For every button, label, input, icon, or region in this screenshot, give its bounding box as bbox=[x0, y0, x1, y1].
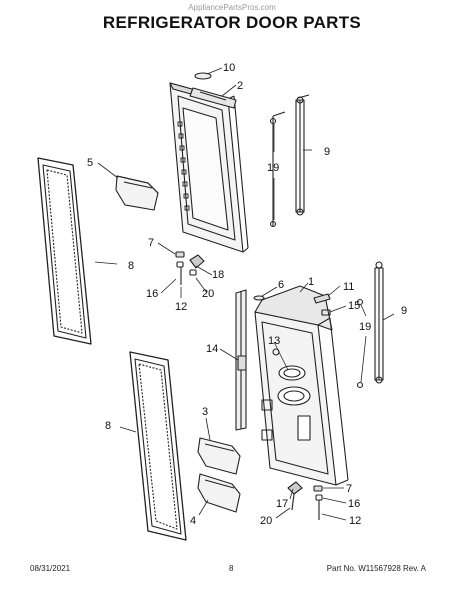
callout-8: 8 bbox=[105, 420, 111, 432]
door-heater-lower bbox=[356, 261, 384, 389]
callout-7: 7 bbox=[346, 483, 352, 495]
callout-19: 19 bbox=[267, 162, 279, 174]
callout-15: 15 bbox=[348, 300, 360, 312]
callout-11: 11 bbox=[343, 281, 354, 293]
callout-4: 4 bbox=[190, 515, 196, 527]
watermark: AppliancePartsPros.com bbox=[188, 3, 276, 12]
callout-12: 12 bbox=[349, 515, 361, 527]
footer-date: 08/31/2021 bbox=[30, 564, 71, 573]
callout-18: 18 bbox=[212, 269, 224, 281]
upper-door-liner bbox=[169, 82, 249, 253]
hinge-hardware-lower bbox=[253, 293, 331, 520]
callout-10: 10 bbox=[223, 62, 235, 74]
callout-6: 6 bbox=[278, 279, 284, 291]
door-bin-middle bbox=[197, 437, 241, 475]
callout-14: 14 bbox=[206, 343, 218, 355]
callout-3: 3 bbox=[202, 406, 208, 418]
callout-12: 12 bbox=[175, 301, 187, 313]
callout-9: 9 bbox=[324, 146, 330, 158]
callout-13: 13 bbox=[268, 335, 280, 347]
callout-16: 16 bbox=[348, 498, 360, 510]
callout-19: 19 bbox=[359, 321, 371, 333]
lower-door-liner bbox=[254, 285, 349, 486]
hinge-cover-upper bbox=[189, 72, 237, 109]
callout-9: 9 bbox=[401, 305, 407, 317]
callout-7: 7 bbox=[148, 237, 154, 249]
page-title: REFRIGERATOR DOOR PARTS bbox=[102, 13, 362, 32]
callout-5: 5 bbox=[87, 157, 93, 169]
door-divider-strip bbox=[235, 289, 247, 431]
callout-8: 8 bbox=[128, 260, 134, 272]
callout-2: 2 bbox=[237, 80, 243, 92]
callout-17: 17 bbox=[276, 498, 288, 510]
hinge-hardware-upper bbox=[175, 251, 205, 285]
callout-20: 20 bbox=[260, 515, 272, 527]
footer-page-number: 8 bbox=[229, 564, 234, 573]
door-gasket-lower bbox=[129, 351, 187, 541]
door-heater-upper bbox=[269, 94, 310, 228]
callout-labels: 10 2 9 19 5 8 7 18 16 12 20 6 1 11 15 9 … bbox=[87, 62, 407, 527]
door-gasket-upper bbox=[37, 157, 92, 345]
callout-20: 20 bbox=[202, 288, 214, 300]
footer-part-number: Part No. W11567928 Rev. A bbox=[326, 564, 426, 573]
callout-16: 16 bbox=[146, 288, 158, 300]
door-bin-upper bbox=[115, 175, 159, 211]
callout-1: 1 bbox=[308, 276, 314, 288]
callout-leaders bbox=[94, 67, 395, 521]
door-bin-lower bbox=[197, 473, 241, 513]
